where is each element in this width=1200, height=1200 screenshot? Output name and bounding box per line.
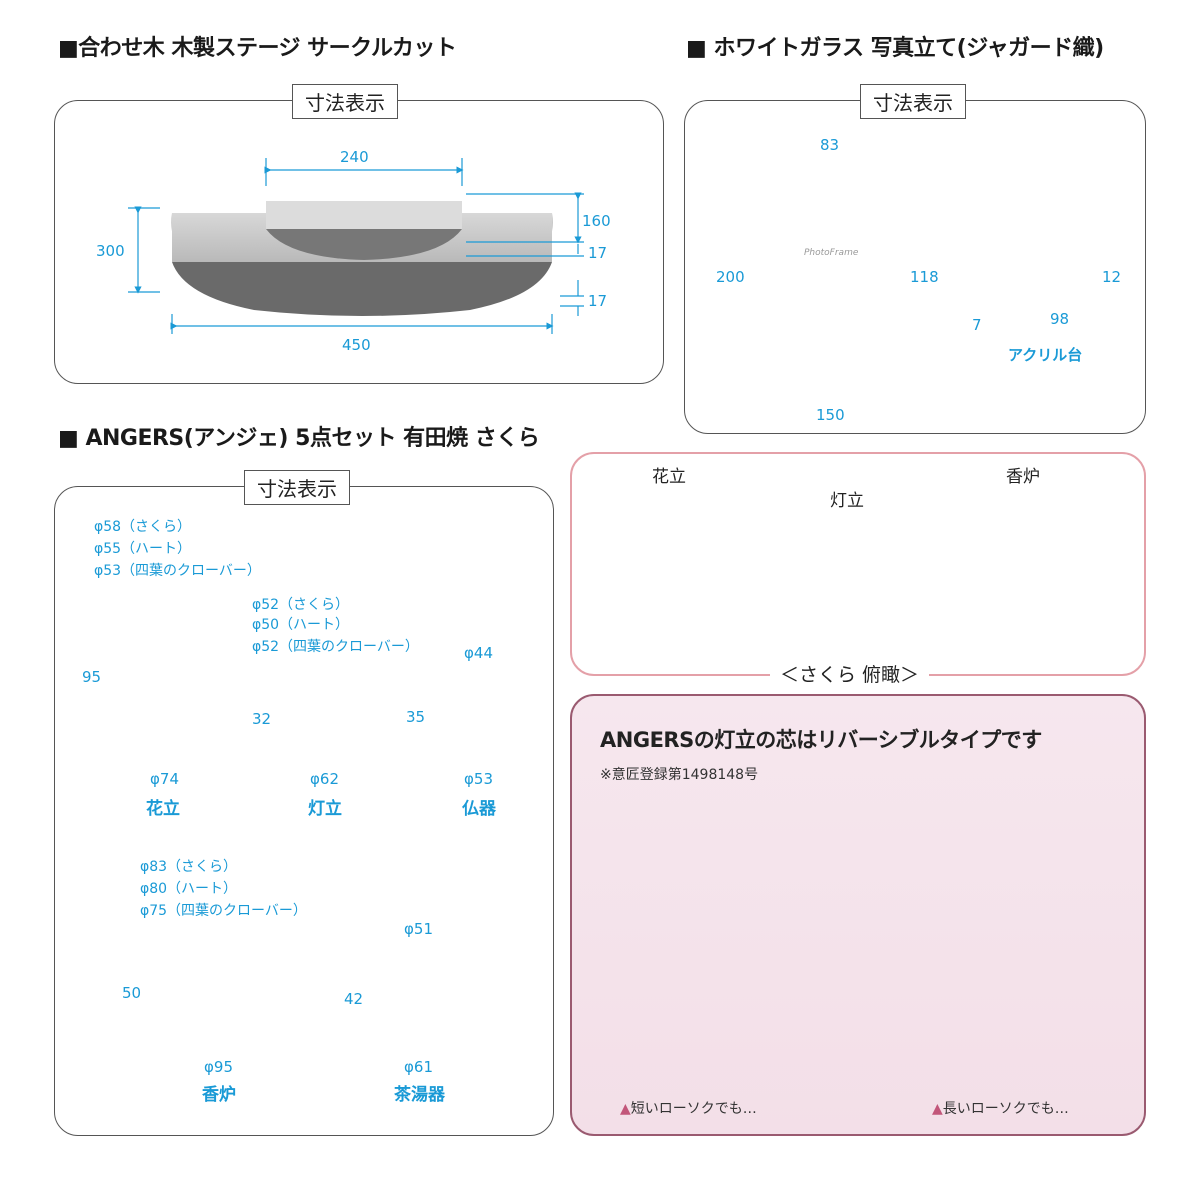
cup-name: 仏器 [462,799,496,819]
frame-panel [684,100,1146,434]
vase-height: 95 [82,668,102,686]
stand-dim-height: 12 [1102,268,1122,286]
stage-illustration [171,201,553,316]
topview-label-censer: 香炉 [1006,467,1040,487]
stage-heading: ■合わせ木 木製ステージ サークルカット [58,36,457,61]
stage-dim-thick-bottom: 17 [588,292,608,310]
stand-dim-depth: 7 [972,316,982,334]
frame-photo-text: PhotoFrame [804,248,859,258]
candle-name: 灯立 [308,799,342,819]
stage-dim-height-top: 160 [582,212,611,230]
vase-bottom: φ74 [150,770,179,788]
frame-dim-photo-height: 118 [910,268,939,286]
topview-label-candle: 灯立 [830,491,864,511]
frame-dim-total-height: 200 [716,268,745,286]
tea-height: 42 [344,990,364,1008]
frame-dimension-tag: 寸法表示 [860,84,966,119]
vase-top-sakura: φ58（さくら） [94,519,192,535]
vase-name: 花立 [146,799,180,819]
censer-name: 香炉 [202,1085,236,1105]
caption-long-candle: ▲長いローソクでも… [932,1098,1069,1118]
topview-caption: ＜さくら 俯瞰＞ [770,660,930,687]
short-text: 短いローソクでも… [630,1101,757,1117]
cup-height: 35 [406,708,426,726]
short-marker: ▲ [620,1101,631,1117]
stage-dim-width-top: 240 [340,148,369,166]
censer-bottom: φ95 [204,1058,233,1076]
angers-dimension-tag: 寸法表示 [244,470,350,505]
tea-bottom: φ61 [404,1058,433,1076]
stage-dim-width-bottom: 450 [342,336,371,354]
cup-top: φ44 [464,644,493,662]
stage-dim-depth: 300 [96,242,125,260]
frame-dim-total-width: 150 [816,406,845,424]
tea-top: φ51 [404,920,433,938]
topview-panel [570,452,1146,676]
tea-name: 茶湯器 [394,1085,445,1105]
stage-dimension-lines [128,158,584,334]
censer-top-sakura: φ83（さくら） [140,859,238,875]
censer-top-heart: φ80（ハート） [140,881,238,897]
cup-bottom: φ53 [464,770,493,788]
reversible-note: ※意匠登録第1498148号 [600,767,759,783]
candle-top-sakura: φ52（さくら） [252,597,350,613]
vase-top-heart: φ55（ハート） [94,541,192,557]
candle-top-clover: φ52（四葉のクローバー） [252,639,419,655]
angers-heading: ■ ANGERS(アンジェ) 5点セット 有田焼 さくら [58,426,540,451]
vase-top-clover: φ53（四葉のクローバー） [94,563,261,579]
frame-dim-photo-width: 83 [820,136,840,154]
long-marker: ▲ [932,1101,943,1117]
stand-dim-length: 98 [1050,310,1070,328]
topview-label-vase: 花立 [652,467,686,487]
stage-dimension-tag: 寸法表示 [292,84,398,119]
caption-short-candle: ▲短いローソクでも… [620,1098,757,1118]
angers-panel [54,486,554,1136]
censer-height: 50 [122,984,142,1002]
candle-bottom: φ62 [310,770,339,788]
frame-heading: ■ ホワイトガラス 写真立て(ジャガード織) [686,36,1104,61]
reversible-title: ANGERSの灯立の芯はリバーシブルタイプです [600,728,1042,752]
censer-top-clover: φ75（四葉のクローバー） [140,903,307,919]
candle-top-heart: φ50（ハート） [252,617,350,633]
candle-height: 32 [252,710,272,728]
stand-label: アクリル台 [1008,346,1083,364]
reversible-panel [570,694,1146,1136]
stage-dim-thick-top: 17 [588,244,608,262]
long-text: 長いローソクでも… [942,1101,1069,1117]
